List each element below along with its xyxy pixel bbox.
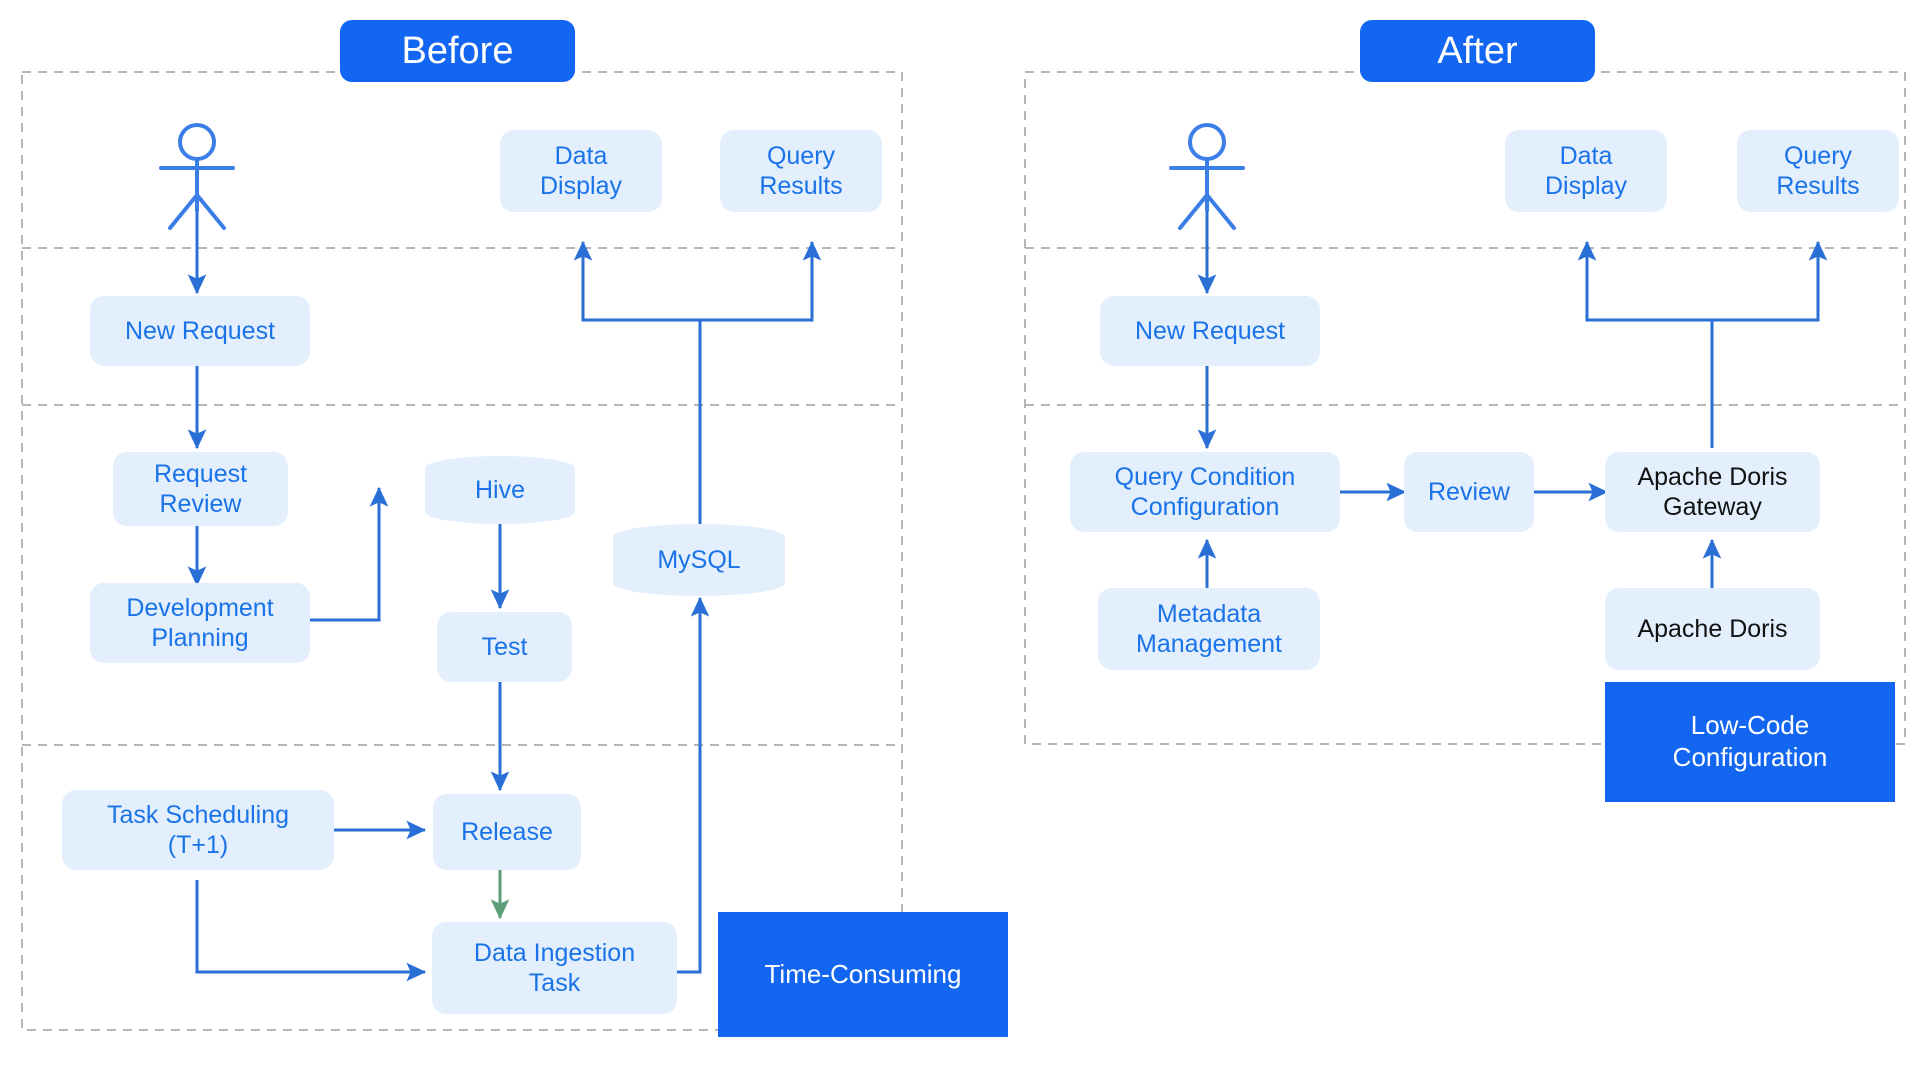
before-node-mysql-database[interactable]: MySQL (613, 524, 785, 596)
after-user-actor-icon (1169, 123, 1245, 230)
before-title-badge: Before (340, 20, 575, 82)
before-node-new-request[interactable]: New Request (90, 296, 310, 366)
after-node-metadata-management[interactable]: Metadata Management (1098, 588, 1320, 670)
edge-task-scheduling-to-data-ingestion (195, 880, 427, 982)
before-node-task-scheduling[interactable]: Task Scheduling (T+1) (62, 790, 334, 870)
edge-data-ingestion-to-mysql (675, 596, 710, 974)
after-node-new-request[interactable]: New Request (1100, 296, 1320, 366)
after-node-review[interactable]: Review (1404, 452, 1534, 532)
before-node-query-results[interactable]: Query Results (720, 130, 882, 212)
before-callout-time-consuming: Time-Consuming (718, 912, 1008, 1037)
after-node-apache-doris-gateway[interactable]: Apache Doris Gateway (1605, 452, 1820, 532)
edge-after-trunk-to-data-display (1577, 240, 1712, 322)
before-node-data-ingestion-task[interactable]: Data Ingestion Task (432, 922, 677, 1014)
before-node-test[interactable]: Test (437, 612, 572, 682)
after-node-query-condition-configuration[interactable]: Query Condition Configuration (1070, 452, 1340, 532)
before-node-development-planning[interactable]: Development Planning (90, 583, 310, 663)
after-node-apache-doris[interactable]: Apache Doris (1605, 588, 1820, 670)
edge-trunk-to-query-results (700, 240, 822, 322)
after-node-query-results[interactable]: Query Results (1737, 130, 1899, 212)
after-node-data-display[interactable]: Data Display (1505, 130, 1667, 212)
before-node-request-review[interactable]: Request Review (113, 452, 288, 526)
edge-after-trunk-to-query-results (1712, 240, 1828, 322)
edge-trunk-to-data-display (573, 240, 700, 322)
before-node-release[interactable]: Release (433, 794, 581, 870)
before-user-actor-icon (159, 123, 235, 230)
edge-development-planning-to-hive (310, 486, 389, 622)
after-callout-low-code-configuration: Low-Code Configuration (1605, 682, 1895, 802)
before-node-hive-database[interactable]: Hive (425, 456, 575, 524)
after-title-badge: After (1360, 20, 1595, 82)
before-node-data-display[interactable]: Data Display (500, 130, 662, 212)
